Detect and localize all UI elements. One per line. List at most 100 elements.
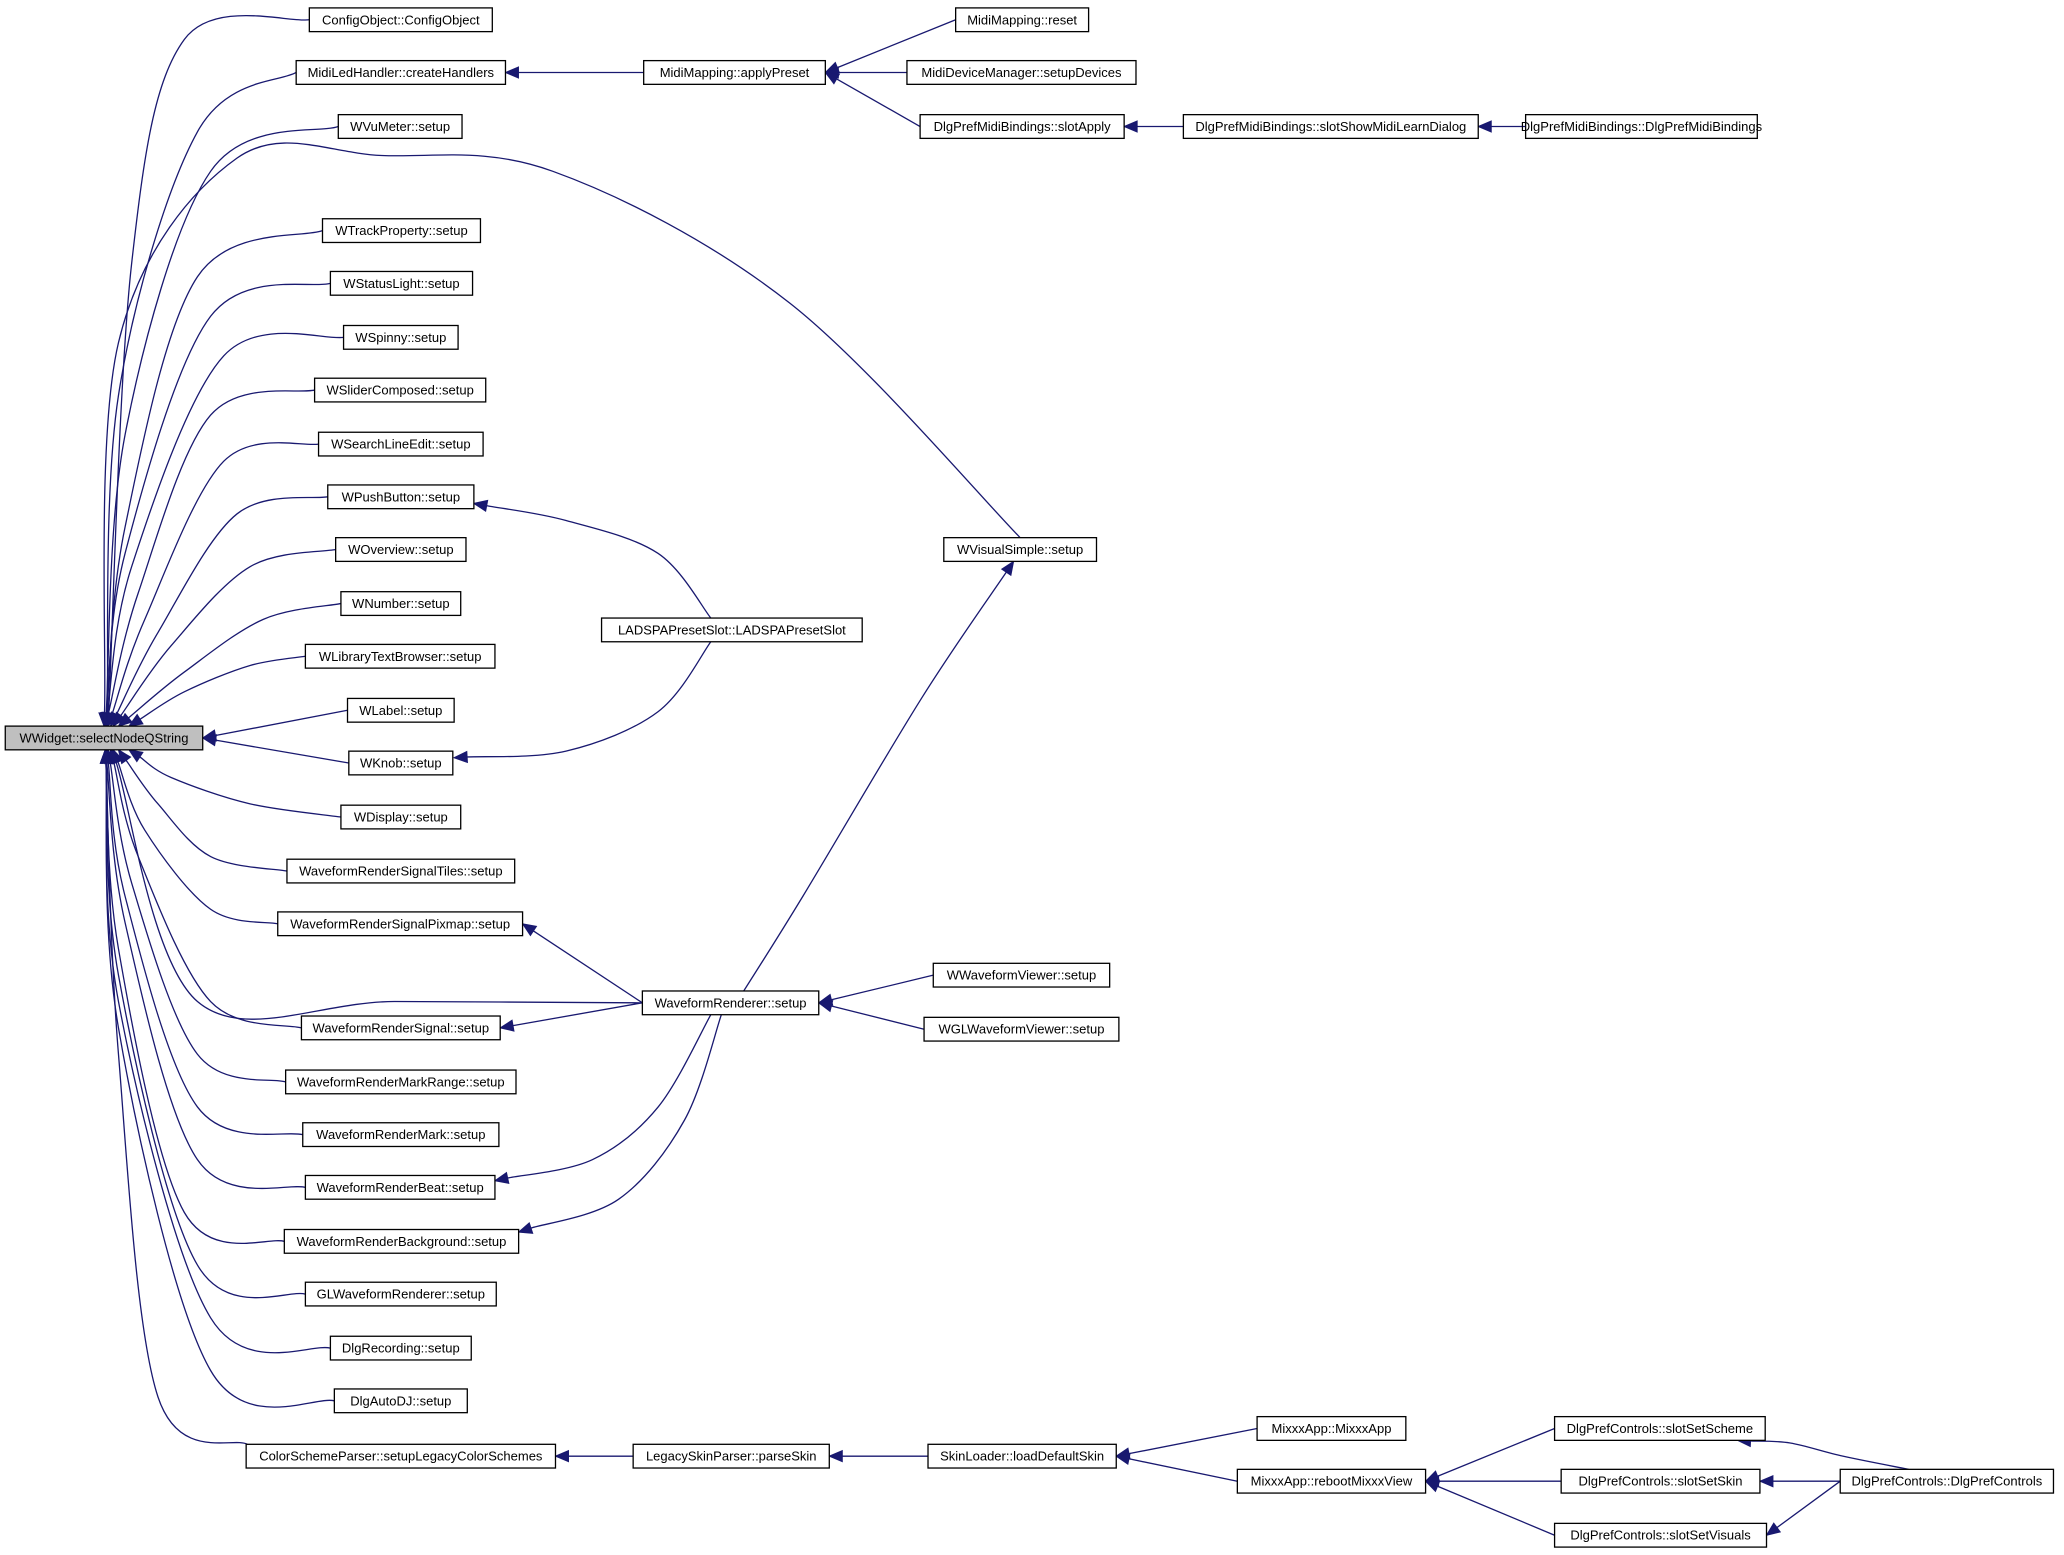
node-woverview[interactable]: WOverview::setup <box>335 537 467 563</box>
node-dlgprefmidislotapply[interactable]: DlgPrefMidiBindings::slotApply <box>919 113 1125 140</box>
node-box <box>1182 113 1479 140</box>
node-dlgautodj[interactable]: DlgAutoDJ::setup <box>333 1388 468 1414</box>
node-wrsignaltiles[interactable]: WaveformRenderSignalTiles::setup <box>286 858 516 884</box>
node-box <box>4 725 204 751</box>
node-dlgprefskin[interactable]: DlgPrefControls::slotSetSkin <box>1560 1468 1761 1494</box>
edge-line <box>215 739 349 764</box>
node-label: WSpinny::setup <box>355 330 446 345</box>
edge-line <box>107 389 315 714</box>
edge-line <box>113 762 302 1029</box>
edge-line <box>125 759 288 872</box>
node-wstatuslight[interactable]: WStatusLight::setup <box>329 270 474 296</box>
node-box <box>340 591 462 617</box>
node-ladspa[interactable]: LADSPAPresetSlot::LADSPAPresetSlot <box>600 617 863 643</box>
node-legacyskinparser[interactable]: LegacySkinParser::parseSkin <box>632 1443 830 1469</box>
node-dlgrecording[interactable]: DlgRecording::setup <box>329 1335 472 1361</box>
node-box <box>927 1443 1117 1469</box>
node-wvisualsimple[interactable]: WVisualSimple::setup <box>943 537 1098 563</box>
edge-line <box>139 756 342 818</box>
node-configobject[interactable]: ConfigObject::ConfigObject <box>308 7 493 33</box>
arrowhead-icon <box>554 1449 569 1463</box>
node-mididevicemanager[interactable]: MidiDeviceManager::setupDevices <box>906 59 1137 85</box>
node-label: WaveformRenderMarkRange::setup <box>297 1074 505 1089</box>
node-dlgprefvisuals[interactable]: DlgPrefControls::slotSetVisuals <box>1553 1522 1768 1548</box>
edge-line <box>106 71 297 714</box>
node-wsearchlineedit[interactable]: WSearchLineEdit::setup <box>317 431 484 457</box>
node-glwaveformrenderer[interactable]: GLWaveformRenderer::setup <box>304 1281 497 1307</box>
edge-line <box>467 641 712 758</box>
node-wspinny[interactable]: WSpinny::setup <box>342 324 459 350</box>
node-wglwaveformviewer[interactable]: WGLWaveformViewer::setup <box>923 1016 1120 1042</box>
node-wdisplay[interactable]: WDisplay::setup <box>340 804 462 830</box>
node-wknob[interactable]: WKnob::setup <box>348 750 454 776</box>
node-label: MidiDeviceManager::setupDevices <box>921 65 1122 80</box>
node-label: MixxxApp::rebootMixxxView <box>1251 1474 1413 1489</box>
edge-ladspa-to-wknob <box>452 641 712 764</box>
node-box <box>1553 1522 1768 1548</box>
node-dlgprefscheme[interactable]: DlgPrefControls::slotSetScheme <box>1553 1415 1766 1442</box>
edge-mixxxreboot-to-skinloader <box>1114 1452 1238 1482</box>
node-midimappingapply[interactable]: MidiMapping::applyPreset <box>643 59 826 85</box>
node-box <box>643 59 826 85</box>
node-wlabel[interactable]: WLabel::setup <box>346 697 455 723</box>
node-root[interactable]: WWidget::selectNodeQString <box>4 725 204 751</box>
node-wtrackproperty[interactable]: WTrackProperty::setup <box>321 218 482 244</box>
node-dlgprefmidishow[interactable]: DlgPrefMidiBindings::slotShowMidiLearnDi… <box>1182 113 1479 140</box>
node-wrmark[interactable]: WaveformRenderMark::setup <box>302 1122 500 1148</box>
node-wpushbutton[interactable]: WPushButton::setup <box>327 484 475 510</box>
edge-dlgprefscheme-to-mixxxreboot <box>1424 1427 1555 1482</box>
node-wrbeat[interactable]: WaveformRenderBeat::setup <box>304 1174 496 1200</box>
node-label: DlgPrefMidiBindings::slotApply <box>934 119 1112 134</box>
edge-dlgprefskin-to-mixxxreboot <box>1424 1474 1562 1488</box>
node-label: WVuMeter::setup <box>350 119 450 134</box>
node-label: WDisplay::setup <box>354 810 448 825</box>
node-label: WaveformRenderSignalPixmap::setup <box>290 916 510 931</box>
node-box <box>923 1016 1120 1042</box>
node-midimappingreset[interactable]: MidiMapping::reset <box>955 7 1090 33</box>
arrowhead-icon <box>1122 120 1138 133</box>
node-dlgprefcontrols[interactable]: DlgPrefControls::DlgPrefControls <box>1839 1468 2055 1494</box>
node-label: WWidget::selectNodeQString <box>19 730 188 745</box>
node-dlgprefmidictor[interactable]: DlgPrefMidiBindings::DlgPrefMidiBindings <box>1521 113 1763 140</box>
node-wlibrarytextbrowser[interactable]: WLibraryTextBrowser::setup <box>304 643 496 669</box>
node-mixxxreboot[interactable]: MixxxApp::rebootMixxxView <box>1236 1468 1427 1494</box>
node-box <box>277 911 524 937</box>
arrowhead-icon <box>828 1449 843 1463</box>
node-wrbackground[interactable]: WaveformRenderBackground::setup <box>283 1228 520 1254</box>
node-box <box>919 113 1125 140</box>
edge-midiledhandler-to-root <box>100 71 297 728</box>
node-midiledhandler[interactable]: MidiLedHandler::createHandlers <box>295 59 507 85</box>
edge-wsearchlineedit-to-root <box>106 442 319 728</box>
edge-wknob-to-root <box>201 734 349 764</box>
arrowhead-icon <box>493 1171 510 1185</box>
node-wslidercomposed[interactable]: WSliderComposed::setup <box>313 377 487 403</box>
edge-waveformrenderer-to-wrbeat <box>493 1014 712 1185</box>
node-waveformrenderer[interactable]: WaveformRenderer::setup <box>641 990 820 1016</box>
node-skinloader[interactable]: SkinLoader::loadDefaultSkin <box>927 1443 1117 1469</box>
node-box <box>245 1443 557 1469</box>
node-colorschemeparser[interactable]: ColorSchemeParser::setupLegacyColorSchem… <box>245 1443 557 1469</box>
node-label: WOverview::setup <box>348 542 453 557</box>
node-wrsignalpixmap[interactable]: WaveformRenderSignalPixmap::setup <box>277 911 524 937</box>
node-wrmarkrange[interactable]: WaveformRenderMarkRange::setup <box>284 1069 517 1095</box>
edge-wrmarkrange-to-root <box>104 748 286 1083</box>
edge-line <box>107 14 310 714</box>
arrowhead-icon <box>1114 1452 1131 1466</box>
edge-dlgprefmidislotapply-to-midimappingapply <box>824 71 921 128</box>
node-wvumeter[interactable]: WVuMeter::setup <box>337 113 463 140</box>
node-wrsignal[interactable]: WaveformRenderSignal::setup <box>300 1015 501 1041</box>
node-label: WStatusLight::setup <box>343 276 459 291</box>
node-box <box>1553 1415 1766 1442</box>
node-wnumber[interactable]: WNumber::setup <box>340 591 462 617</box>
node-label: WNumber::setup <box>352 596 450 611</box>
arrowhead-icon <box>99 748 113 764</box>
edge-dlgprefmidictor-to-dlgprefmidishow <box>1476 120 1526 133</box>
edge-line <box>743 571 1007 992</box>
arrowhead-icon <box>117 712 133 727</box>
node-box <box>327 484 475 510</box>
arrowhead-icon <box>817 1000 834 1013</box>
node-mixxxappctor[interactable]: MixxxApp::MixxxApp <box>1256 1415 1407 1442</box>
node-label: WWaveformViewer::setup <box>947 968 1097 983</box>
edge-dlgprefcontrols-to-dlgprefskin <box>1758 1474 1841 1488</box>
node-wwaveformviewer[interactable]: WWaveformViewer::setup <box>932 962 1111 988</box>
